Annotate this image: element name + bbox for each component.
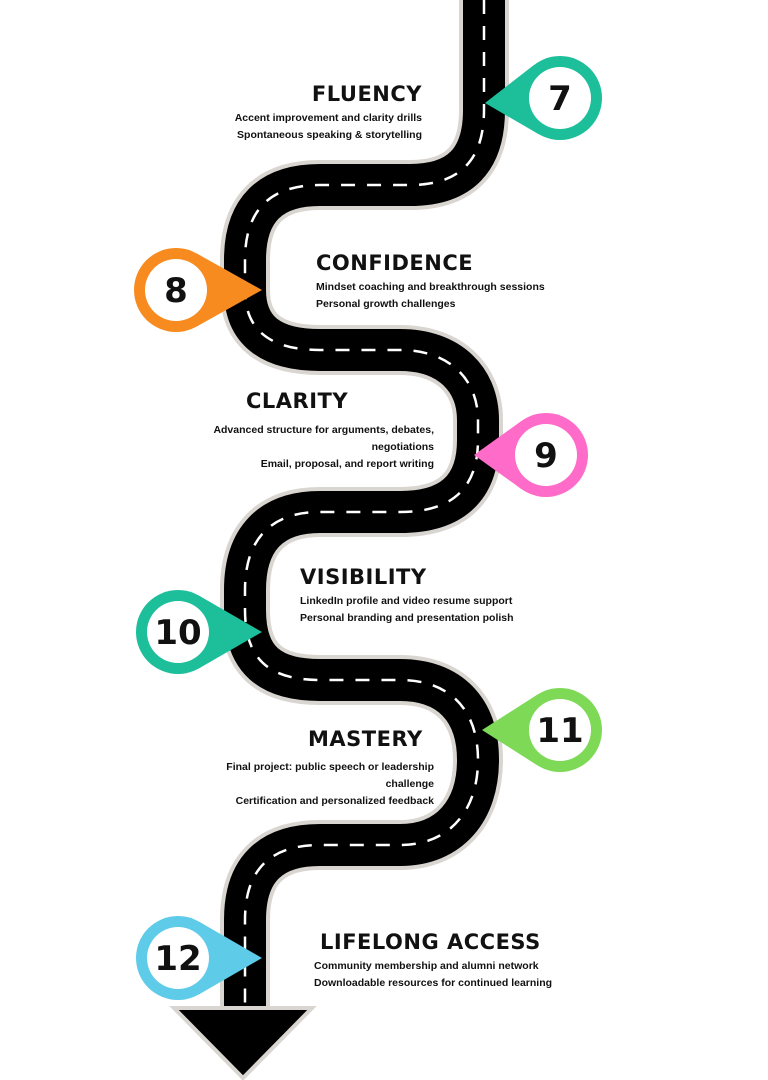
step-number: 9 <box>534 436 558 476</box>
step-pin-8: 8 <box>134 248 262 332</box>
step-number: 7 <box>548 79 572 119</box>
step-title: LIFELONG ACCESS <box>320 930 541 954</box>
step-pin-12: 12 <box>136 916 262 1000</box>
step-visibility: VISIBILITY LinkedIn profile and video re… <box>300 565 560 627</box>
pin-center <box>145 259 207 321</box>
step-clarity-title: CLARITY <box>246 389 348 413</box>
road-arrowhead <box>169 1006 317 1080</box>
road-path <box>220 0 509 1040</box>
step-title: CONFIDENCE <box>316 251 474 275</box>
step-line: Community membership and alumni network <box>314 960 539 972</box>
pin-center <box>529 699 591 761</box>
step-line: Certification and personalized feedback <box>235 795 434 807</box>
step-title: MASTERY <box>308 727 423 751</box>
step-number: 10 <box>154 613 201 653</box>
step-number: 12 <box>154 939 201 979</box>
step-number: 8 <box>164 271 188 311</box>
step-line: Email, proposal, and report writing <box>260 458 434 470</box>
step-title: CLARITY <box>246 389 349 413</box>
step-line: Final project: public speech or leadersh… <box>226 761 434 790</box>
step-fluency: FLUENCY Accent improvement and clarity d… <box>200 82 422 144</box>
step-pin-11: 11 <box>482 688 602 772</box>
pin-center <box>515 424 577 486</box>
step-line: Personal branding and presentation polis… <box>300 612 514 624</box>
step-line: Advanced structure for arguments, debate… <box>213 424 434 453</box>
pin-center <box>147 927 209 989</box>
step-title: VISIBILITY <box>300 565 427 589</box>
step-line: Downloadable resources for continued lea… <box>314 977 553 989</box>
step-pin-9: 9 <box>474 413 588 497</box>
step-mastery-title: MASTERY <box>308 727 423 751</box>
step-mastery: Final project: public speech or leadersh… <box>200 759 434 810</box>
step-line: LinkedIn profile and video resume suppor… <box>300 595 513 607</box>
pin-center <box>529 67 591 129</box>
step-line: Personal growth challenges <box>316 298 456 310</box>
step-confidence: CONFIDENCE Mindset coaching and breakthr… <box>316 251 576 313</box>
step-line: Spontaneous speaking & storytelling <box>237 129 422 141</box>
step-pin-7: 7 <box>485 56 602 140</box>
step-title: FLUENCY <box>311 82 422 106</box>
step-line: Mindset coaching and breakthrough sessio… <box>316 281 545 293</box>
step-line: Accent improvement and clarity drills <box>234 112 422 124</box>
step-clarity: Advanced structure for arguments, debate… <box>200 422 434 473</box>
step-lifelong-access: LIFELONG ACCESS Community membership and… <box>314 930 594 992</box>
step-pin-10: 10 <box>136 590 262 674</box>
step-number: 11 <box>536 711 583 751</box>
pin-center <box>147 601 209 663</box>
